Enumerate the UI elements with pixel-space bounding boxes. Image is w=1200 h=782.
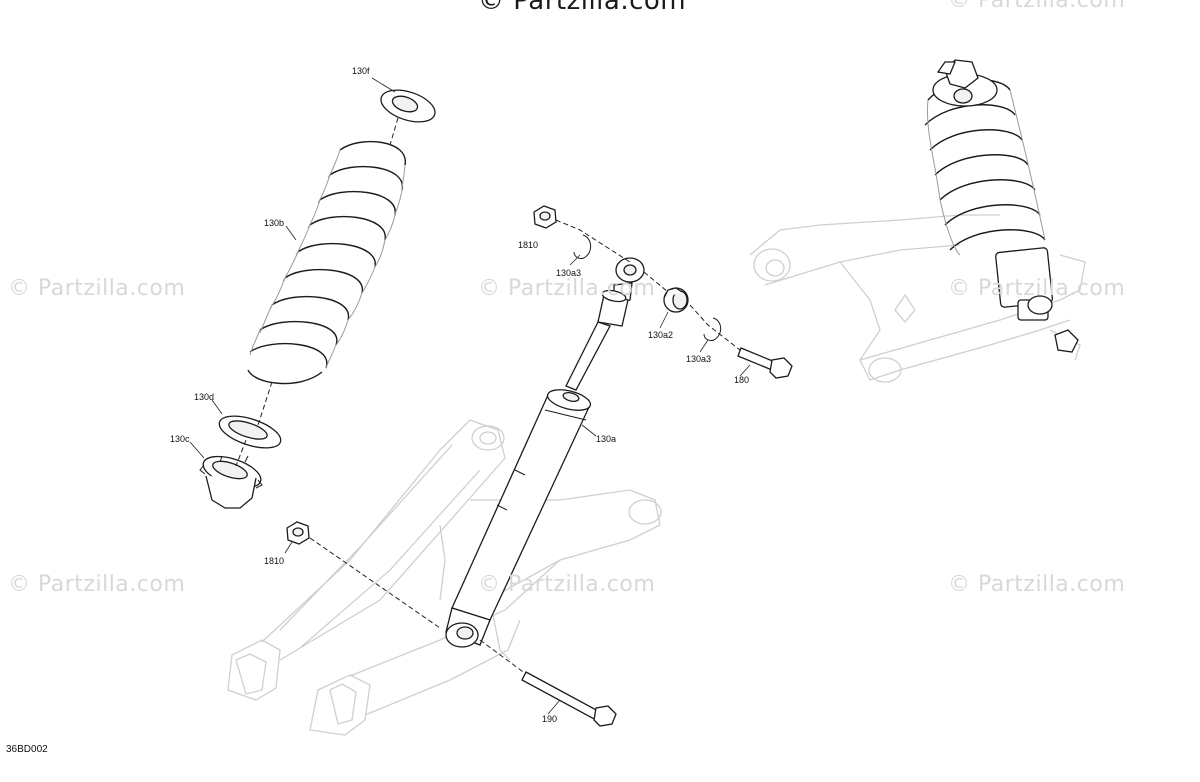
- clip-130a3-top: [573, 234, 592, 259]
- callout-130c: 130c: [170, 434, 190, 444]
- watermark-top: © Partzilla.com: [478, 0, 687, 16]
- diagram-code: 36BD002: [6, 744, 48, 755]
- watermark: © Partzilla.com: [478, 276, 656, 301]
- leader-lines: [189, 77, 751, 715]
- clip-130a3-right: [703, 317, 722, 341]
- shock-absorber-130a: [445, 257, 645, 648]
- nut-1810-bottom: [286, 521, 310, 545]
- bolt-180: [737, 347, 793, 379]
- watermark: © Partzilla.com: [8, 572, 186, 597]
- assembly-lines: [235, 117, 741, 675]
- callout-130b: 130b: [264, 218, 285, 228]
- callout-130a3-right: 130a3: [686, 354, 712, 364]
- callout-130d: 130d: [194, 392, 215, 402]
- watermark: © Partzilla.com: [948, 572, 1126, 597]
- callout-1810-top: 1810: [518, 240, 539, 250]
- assembled-shock: [924, 59, 1079, 353]
- callout-130a2: 130a2: [648, 330, 674, 340]
- bolt-190: [521, 671, 617, 727]
- callout-130a: 130a: [596, 434, 617, 444]
- watermark: © Partzilla.com: [8, 276, 186, 301]
- washer-130d: [218, 415, 282, 449]
- callout-130f: 130f: [352, 66, 370, 76]
- watermark: © Partzilla.com: [948, 276, 1126, 301]
- watermark: © Partzilla.com: [948, 0, 1126, 13]
- bushing-130a2: [663, 287, 689, 313]
- callout-180: 180: [734, 375, 750, 385]
- callout-1810-bottom: 1810: [264, 556, 285, 566]
- spring-seat-130f: [380, 89, 436, 123]
- watermark: © Partzilla.com: [478, 572, 656, 597]
- spring-seat-130c: [199, 455, 263, 509]
- callout-130a3-top: 130a3: [556, 268, 582, 278]
- spring-130b: [247, 140, 406, 385]
- nut-1810-top: [533, 205, 557, 229]
- callout-190: 190: [542, 714, 558, 724]
